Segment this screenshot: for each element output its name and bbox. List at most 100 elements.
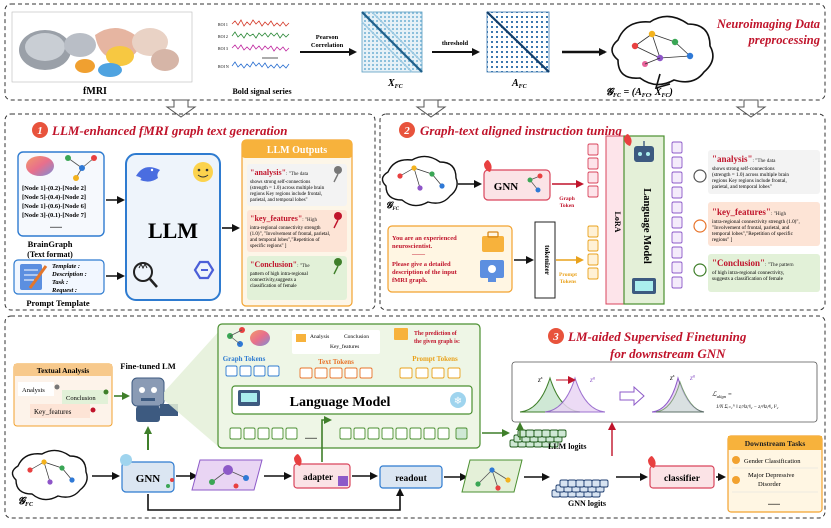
colored-brain-icon <box>26 156 54 176</box>
p2-output-2: "key_features": "High intra-regional con… <box>708 202 820 246</box>
lm-output-token <box>409 427 422 440</box>
prompt-token <box>447 367 461 379</box>
braingraph-box: [Node 1]-(0.2)-[Node 2] [Node 5]-(0.4)-[… <box>17 151 105 237</box>
downstream-title: Downstream Tasks <box>745 439 806 448</box>
graph-token <box>587 171 599 184</box>
node-line-4: [Node 3]-(0.1)-[Node 7] <box>22 212 86 219</box>
keyfeatures-chip <box>30 404 90 418</box>
text-token <box>344 367 358 379</box>
textual-conclusion-label: Conclusion <box>66 395 96 402</box>
prompt-token <box>399 367 413 379</box>
logit-cell <box>541 429 551 438</box>
logit-cell <box>575 479 585 488</box>
outputs-title: LLM Outputs <box>267 145 327 156</box>
gnn-box-p3: GNN <box>120 454 175 493</box>
lm-label-p2: Language Model <box>641 188 652 264</box>
output2-line-4: and temporal lobes","Repetition of <box>250 238 320 243</box>
node-line-1: [Node 1]-(0.2)-[Node 2] <box>22 185 86 192</box>
gray-pin-icon <box>333 166 342 183</box>
p2-out1-line-5: parietal, and temporal lobes" <box>712 184 772 190</box>
p2-out2-line-4: temporal lobes","Repetition of specific <box>712 230 794 237</box>
arrow-adapter-to-lm <box>321 416 332 462</box>
task-1: Gender Classification <box>744 458 801 465</box>
snowflake-glyph: ❄ <box>454 396 462 407</box>
afc-label: AFC <box>511 78 528 90</box>
output-token <box>671 156 683 169</box>
graph-token-label-2: Token <box>560 203 574 209</box>
briefcase-icon <box>482 231 504 252</box>
readout-box: readout <box>379 465 443 489</box>
adapter-label: adapter <box>303 472 333 482</box>
analysis-chip <box>18 382 54 396</box>
output-token <box>671 246 683 259</box>
prediction-text-2: the given graph is: <box>414 339 460 345</box>
p2-out1-line-4: regions Key regions include frontal, <box>712 177 787 184</box>
fire-icon-adapter <box>294 454 302 466</box>
llm-logits-label: LLM logits <box>548 442 586 451</box>
output3-line-2: pattern of high intra-regional <box>250 272 309 277</box>
textual-analysis-box: Textual Analysis Analysis Conclusion Key… <box>13 363 113 427</box>
conclusion-chip <box>62 390 108 404</box>
bold-row-3: ROI 3 <box>218 46 228 51</box>
graph-token <box>587 143 599 156</box>
panel3-number-badge <box>548 328 564 344</box>
lm-output-token <box>257 427 270 440</box>
zs-label-1: zs <box>537 375 543 384</box>
p2-out1-line-2: shows strong self-connections <box>712 165 775 172</box>
monitor-icon-p2 <box>632 278 656 294</box>
output1-line-4: regions Key regions include frontal, <box>250 192 322 197</box>
prompt-tokens-label: Prompt Tokens <box>412 355 458 363</box>
prompt-token-row <box>399 367 461 379</box>
prompt-token <box>587 253 599 266</box>
graph-tokens-label: Graph Tokens <box>223 355 266 363</box>
align-loss: ℒalign = <box>712 391 732 399</box>
output-token <box>671 201 683 214</box>
graph-tokens-icon <box>227 327 270 347</box>
prompt-template-box: Template : Description : Task : Request … <box>13 259 105 295</box>
gnn-box-p2: GNN <box>483 160 551 201</box>
green-pin-icon <box>333 258 342 275</box>
preprocessing-title-1: Neuroimaging Data <box>716 17 820 31</box>
gnn-label-p2: GNN <box>494 181 519 193</box>
braingraph-label-1: BrainGraph <box>28 239 73 249</box>
output-token-column <box>671 141 683 289</box>
textual-title: Textual Analysis <box>37 366 90 375</box>
tokenizer-label: tokenizer <box>543 245 552 276</box>
prompt-box-p2: You are an experienced neuroscientist. —… <box>387 225 513 293</box>
p2-output-1: "analysis": "The data shows strong self-… <box>708 150 820 194</box>
template-line-2: Description : <box>51 271 87 278</box>
deepseek-whale-icon <box>136 167 160 182</box>
logit-cell <box>559 479 569 488</box>
adapter-icon <box>338 476 348 486</box>
text-tok-keyfeat: Key_features <box>330 343 359 350</box>
arrow-skip-to-readout <box>147 488 404 511</box>
top-preprocessing: fMRI ROI 1 ROI 2 ROI 3 ROI N Bold signal… <box>4 3 826 101</box>
briefcase-icon-p3 <box>394 328 408 340</box>
output-card-2 <box>247 210 347 252</box>
lm-output-token <box>271 427 284 440</box>
node-line-2: [Node 5]-(0.4)-[Node 2] <box>22 194 86 201</box>
gnn-logits-blocks <box>551 479 609 498</box>
lm-output-token <box>229 427 242 440</box>
output3-line-4: classification of female <box>250 284 297 289</box>
graph-token <box>267 365 280 377</box>
textual-analysis-label: Analysis <box>22 387 45 394</box>
lm-last-token <box>455 427 468 440</box>
prompt-line-6: fMRI graph. <box>392 277 428 284</box>
llm-logits-blocks <box>509 429 567 448</box>
llama-search-icon <box>133 262 158 288</box>
prompt-token-label-1: Prompt <box>559 272 577 278</box>
p2-out2-key: "key_features": "High <box>712 207 786 217</box>
panel1-border <box>4 113 376 311</box>
logit-cell <box>599 479 609 488</box>
fire-icon-lora <box>624 134 632 146</box>
output-token <box>671 276 683 289</box>
panel1-number: 1 <box>37 125 43 137</box>
bold-row-2: ROI 2 <box>218 34 228 39</box>
readout-graph-icon <box>461 459 523 493</box>
output1-key: "analysis": "The data <box>250 168 309 177</box>
prompt-token <box>415 367 429 379</box>
lora-label: LoRA <box>613 212 622 233</box>
output3-key: "Conclusion": "The <box>250 260 310 269</box>
